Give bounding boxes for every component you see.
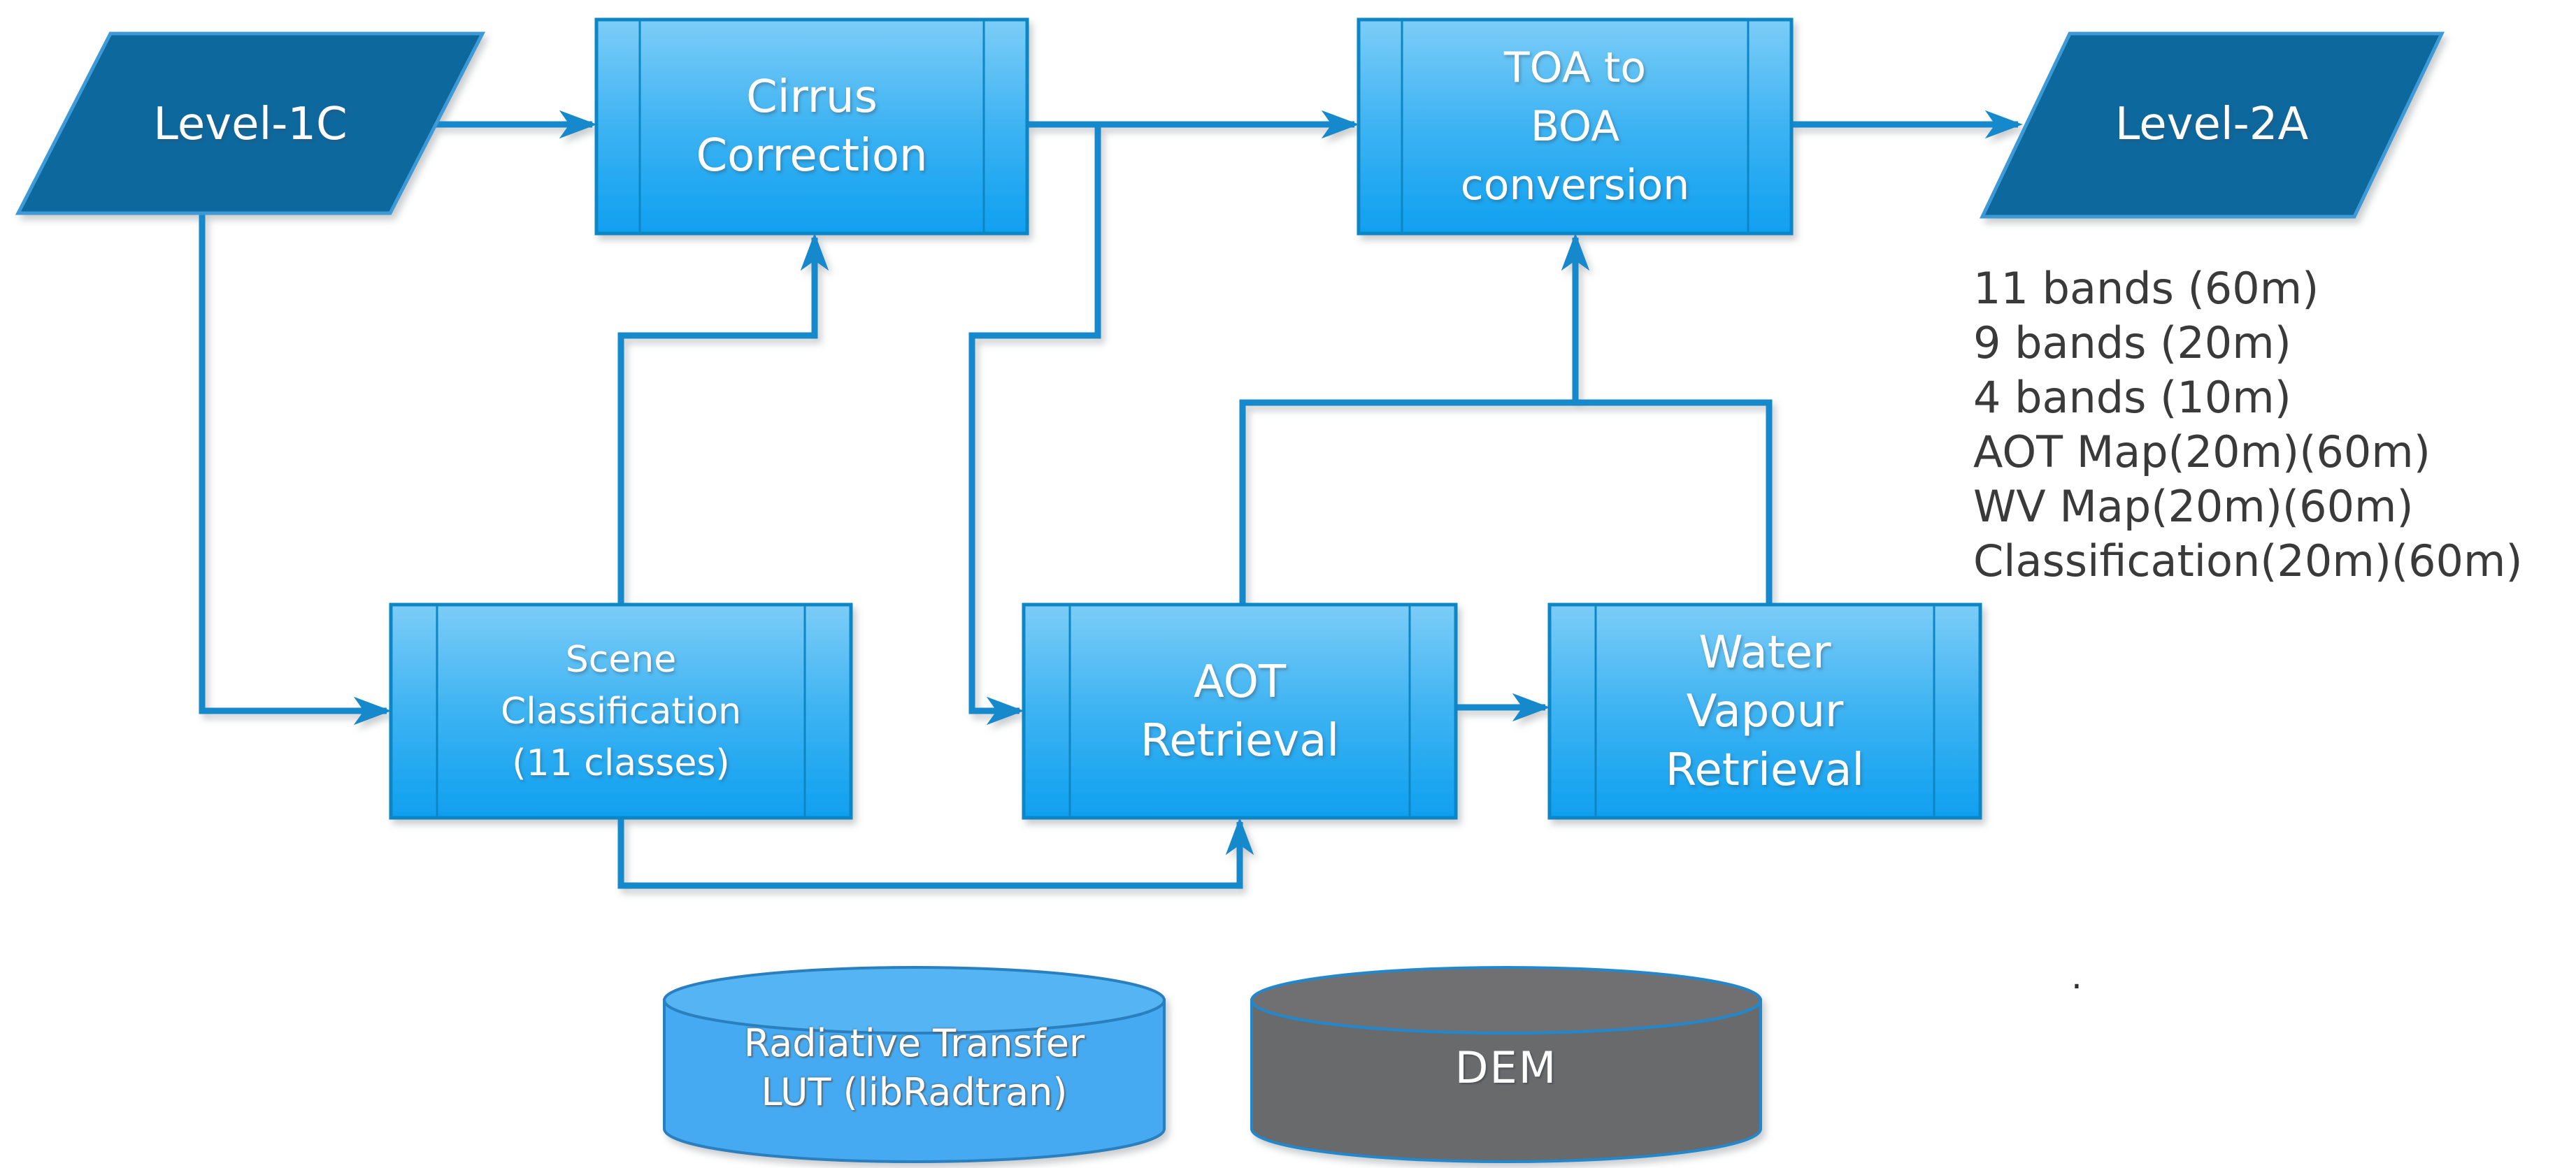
output-line: 11 bands (60m) xyxy=(1973,263,2319,314)
output-line: Classification(20m)(60m) xyxy=(1973,535,2523,586)
radiative-transfer-lut-shape xyxy=(663,966,1166,1163)
edge-aot-wv-merge-bus xyxy=(1239,399,1773,603)
edge-cirrus-to-aot-retrieval xyxy=(968,126,1101,726)
scene-classification-shape xyxy=(389,603,853,820)
output-line: WV Map(20m)(60m) xyxy=(1973,481,2414,532)
level-2a-output-list: 11 bands (60m) 9 bands (20m) 4 bands (10… xyxy=(1973,261,2576,589)
dem-shape xyxy=(1250,966,1762,1163)
cirrus-correction-shape xyxy=(594,17,1029,236)
edge-scene-classification-to-aot-retrieval xyxy=(617,817,1254,889)
level-1c-shape xyxy=(15,31,486,215)
output-line: AOT Map(20m)(60m) xyxy=(1973,426,2431,477)
stray-dot: . xyxy=(2071,956,2082,997)
level-2a-shape xyxy=(1980,31,2445,219)
water-vapour-retrieval-shape xyxy=(1547,603,1982,820)
aot-retrieval-shape xyxy=(1022,603,1458,820)
toa-to-boa-shape xyxy=(1357,17,1794,236)
edge-level1c-to-scene-classification xyxy=(199,212,392,726)
edge-scene-classification-to-cirrus xyxy=(617,233,829,603)
output-line: 9 bands (20m) xyxy=(1973,317,2291,368)
output-line: 4 bands (10m) xyxy=(1973,372,2291,423)
